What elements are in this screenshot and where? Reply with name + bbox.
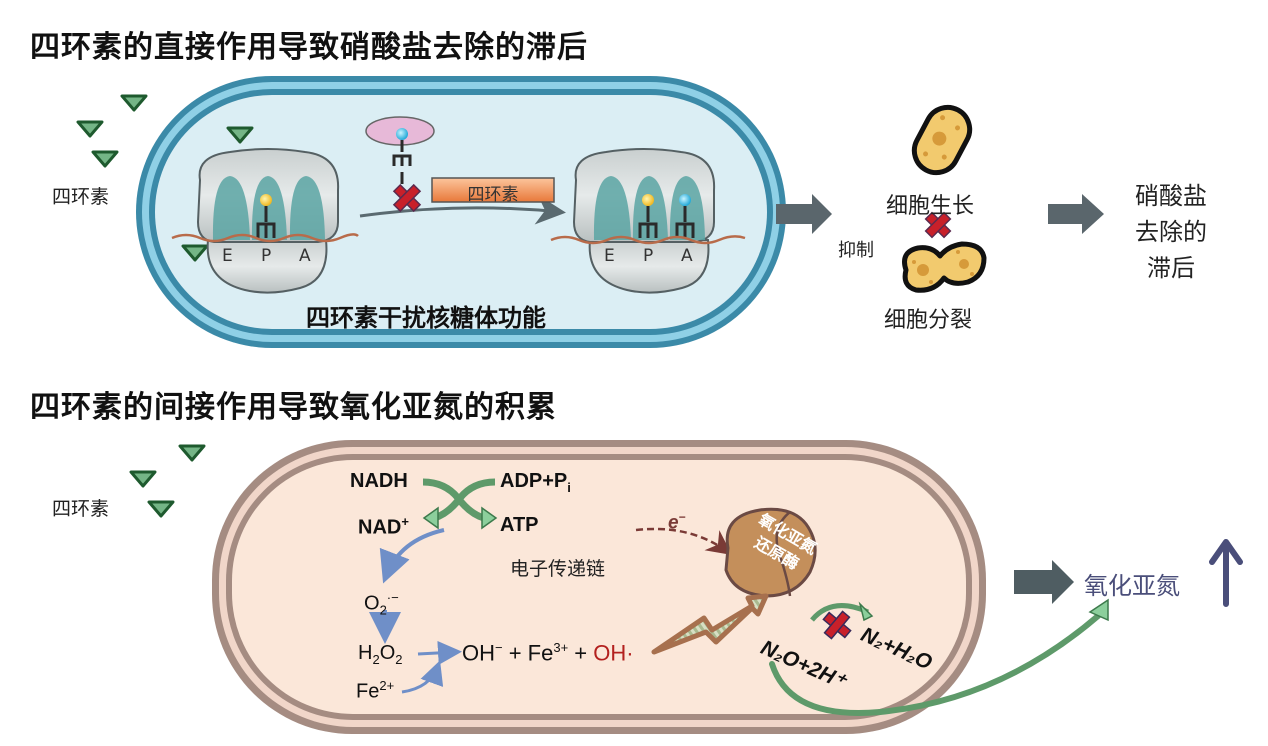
tetracycline-triangle: [181, 244, 209, 262]
inhibit-x-icon: [924, 211, 952, 239]
tetracycline-triangle: [120, 94, 148, 112]
n2o-reductase-enzyme: [724, 507, 817, 598]
cell-division-label: 细胞分裂: [884, 308, 973, 333]
fenton-products: OH− + Fe3+ + OH·: [462, 640, 634, 666]
arrow-to-n2o: [1014, 560, 1074, 604]
atp-label: ATP: [500, 514, 539, 536]
ribosome-blocked: [171, 148, 359, 294]
electron-transfer-arrow: [635, 527, 733, 555]
tetracycline-triangle: [226, 126, 254, 144]
site-a: A: [299, 246, 311, 266]
nadh-label: NADH: [350, 470, 408, 492]
tetracycline-tag: [431, 177, 555, 203]
tetracycline-triangle: [91, 150, 119, 168]
reaction-block-x-icon: [822, 610, 852, 640]
bacterium-growth-icon: [911, 104, 973, 176]
tetracycline-molecules-top: [76, 94, 254, 262]
arrow-h2o2-to-products: [417, 640, 462, 665]
nadh-atp-coupling-arrows: [422, 478, 496, 522]
trna-incoming: [365, 116, 435, 184]
tetracycline-triangle: [178, 444, 206, 462]
inhibit-label: 抑制: [838, 240, 874, 261]
ribosome-interference-caption: 四环素干扰核糖体功能: [306, 304, 546, 332]
result-line: 滞后: [1147, 254, 1195, 282]
site-e: E: [604, 246, 615, 266]
electron-label: e−: [668, 510, 686, 534]
result-line: 硝酸盐: [1135, 182, 1207, 210]
tetracycline-triangle: [76, 120, 104, 138]
fe2-label: Fe2+: [356, 678, 395, 703]
arrow-nad-to-superoxide: [379, 528, 445, 584]
tetracycline-triangle: [129, 470, 157, 488]
h2o2-label: H2O2: [358, 642, 403, 667]
hydroxyl-radical-label: OH·: [593, 640, 634, 666]
section-title-indirect-effect: 四环素的间接作用导致氧化亚氮的积累: [30, 390, 557, 425]
arrowhead-atp: [481, 506, 498, 530]
translation-arrow: [359, 194, 566, 225]
tetracycline-label: 四环素: [52, 498, 110, 520]
ribosome-normal: [550, 148, 746, 294]
site-a: A: [681, 246, 693, 266]
nad-plus-label: NAD+: [358, 514, 409, 539]
ros-damage-lightning: [651, 593, 769, 655]
nitrate-removal-delay-label: 硝酸盐 去除的 滞后: [1116, 178, 1226, 286]
arrow-fe2-to-products: [401, 660, 444, 694]
tetracycline-tag-label: 四环素: [467, 185, 519, 205]
adp-pi-label: ADP+Pi: [500, 470, 571, 495]
arrow-to-growth: [776, 194, 832, 234]
bottom-cell: [212, 440, 986, 734]
electron-transport-chain-label: 电子传递链: [510, 558, 606, 580]
cell-growth-label: 细胞生长: [886, 194, 975, 219]
section-title-direct-effect: 四环素的直接作用导致硝酸盐去除的滞后: [30, 30, 588, 65]
increase-arrow-icon: [1209, 539, 1243, 607]
tetracycline-label: 四环素: [52, 186, 110, 208]
bacterium-division-icon: [902, 241, 987, 293]
site-p: P: [261, 246, 272, 266]
result-line: 去除的: [1135, 218, 1207, 246]
tetracycline-triangle: [147, 500, 175, 518]
superoxide-label: O2·−: [364, 590, 399, 618]
site-p: P: [643, 246, 654, 266]
tetracycline-molecules-bottom: [129, 444, 206, 518]
n2o-result-label: 氧化亚氮: [1084, 572, 1180, 600]
arrow-to-result: [1048, 194, 1104, 234]
block-x-icon: [392, 183, 422, 213]
n2o-accumulation-arrow: [769, 613, 1101, 716]
site-e: E: [222, 246, 233, 266]
arrowhead-nad: [422, 506, 439, 530]
